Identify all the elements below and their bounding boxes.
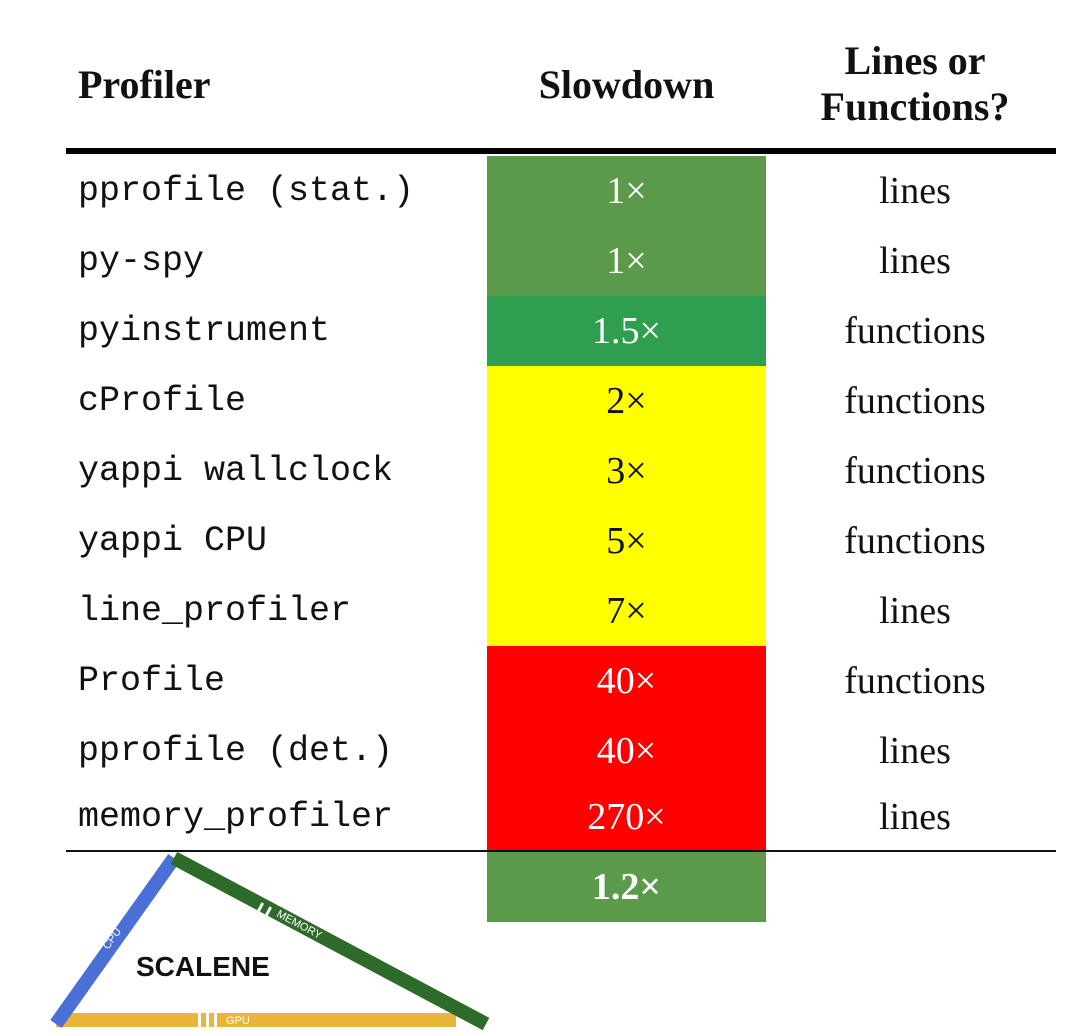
profiler-name: pprofile (stat.) [78,171,415,211]
header-slowdown: Slowdown [538,62,715,107]
header-rule [66,148,1056,154]
header-profiler: Profiler [78,62,211,107]
profiler-name: py-spy [78,241,205,281]
slowdown-cell: 1× [487,156,766,226]
table-row: pprofile (stat.) 1× lines [0,156,1084,226]
profiler-name: yappi wallclock [78,451,394,491]
slowdown-cell: 40× [487,646,766,716]
scalene-slowdown-cell: 1.2× [487,852,766,922]
table-row: memory_profiler 270× lines [0,782,1084,852]
memory-edge [170,851,490,1030]
cpu-edge [50,853,180,1029]
granularity-cell: lines [879,590,951,632]
scalene-wordmark: SCALENE [136,951,270,982]
slowdown-cell: 3× [487,436,766,506]
granularity-cell: lines [879,170,951,212]
slowdown-cell: 7× [487,576,766,646]
profiler-name: Profile [78,661,226,701]
memory-ticks [254,902,273,921]
table-row: pyinstrument 1.5× functions [0,296,1084,366]
header-kind-line2: Functions? [820,84,1010,129]
profiler-name: pprofile (det.) [78,731,394,771]
profiler-name: memory_profiler [78,797,394,837]
granularity-cell: functions [844,380,986,422]
profiler-name: yappi CPU [78,521,268,561]
table-row: cProfile 2× functions [0,366,1084,436]
header-kind-line1: Lines or [844,38,986,83]
granularity-cell: functions [844,450,986,492]
table-row: line_profiler 7× lines [0,576,1084,646]
table-row: pprofile (det.) 40× lines [0,716,1084,786]
gpu-ticks [198,1013,217,1027]
header-lines-or-functions: Lines or Functions? [770,38,1060,130]
granularity-cell: functions [844,310,986,352]
scalene-logo: CPU MEMORY GPU SCALENE [50,851,490,1030]
memory-label: MEMORY [275,908,325,942]
table-row: py-spy 1× lines [0,226,1084,296]
slowdown-cell: 1.5× [487,296,766,366]
profiler-name: pyinstrument [78,311,331,351]
profiler-name: cProfile [78,381,247,421]
footer-rule [66,850,1056,852]
granularity-cell: functions [844,520,986,562]
table-row: yappi wallclock 3× functions [0,436,1084,506]
slowdown-cell: 40× [487,716,766,786]
slowdown-cell: 1× [487,226,766,296]
slowdown-cell: 2× [487,366,766,436]
slowdown-cell: 270× [487,782,766,852]
table-row: yappi CPU 5× functions [0,506,1084,576]
granularity-cell: lines [879,240,951,282]
granularity-cell: lines [879,730,951,772]
gpu-label: GPU [226,1015,250,1027]
slowdown-cell: 5× [487,506,766,576]
granularity-cell: functions [844,660,986,702]
profiler-name: line_profiler [78,591,352,631]
granularity-cell: lines [879,796,951,838]
table-row: Profile 40× functions [0,646,1084,716]
